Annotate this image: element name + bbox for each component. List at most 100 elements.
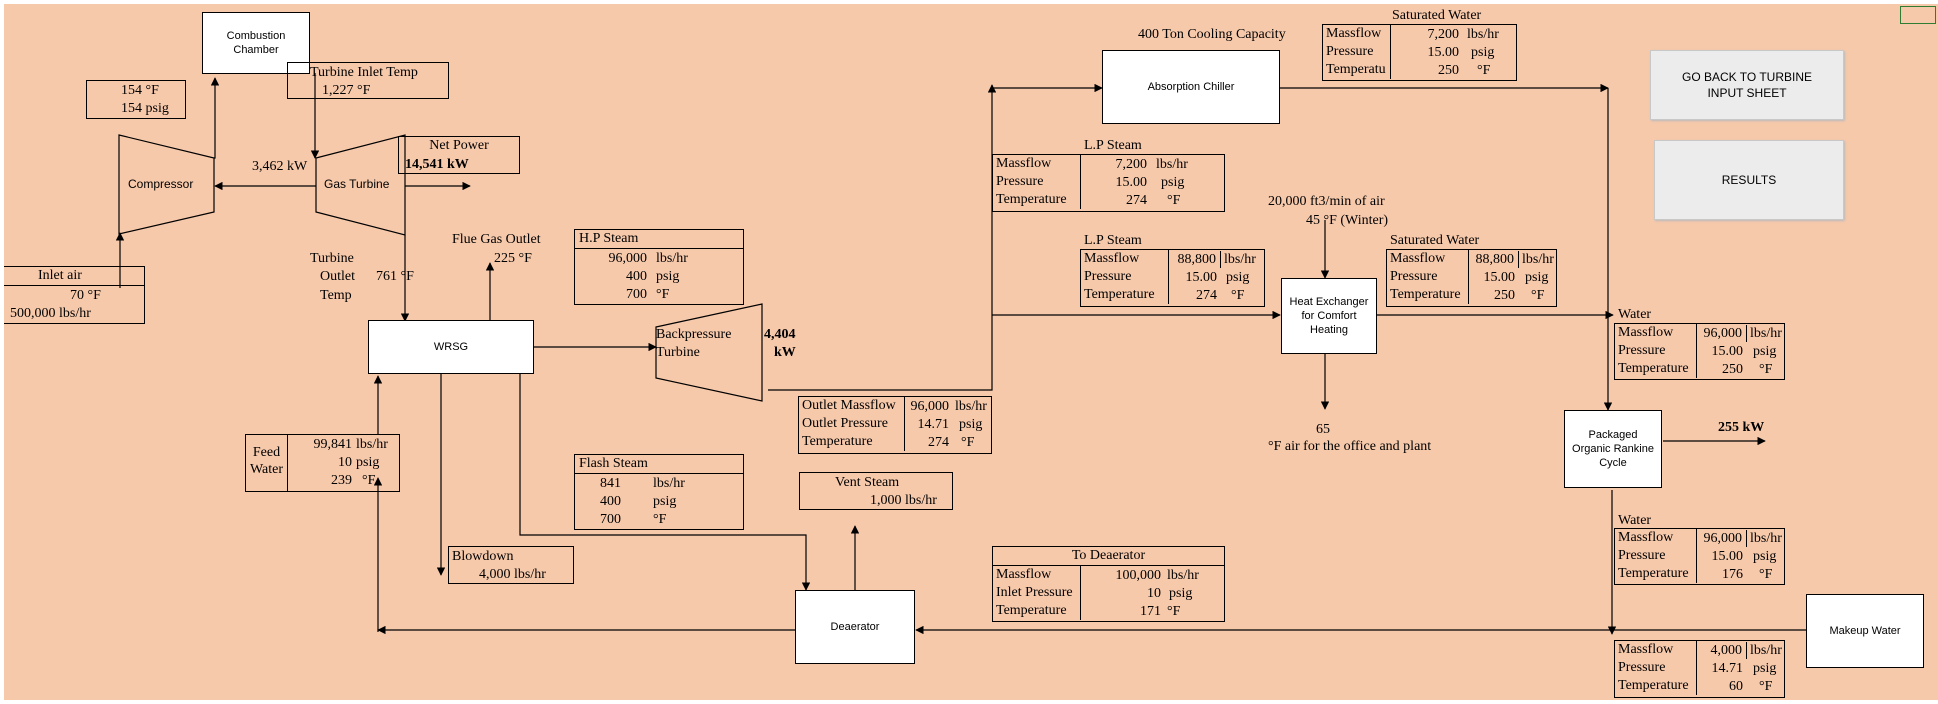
lp-chiller-flow-label: Massflow <box>993 155 1081 173</box>
backpressure-turbine-label-2: Turbine <box>656 345 700 360</box>
orc-box: Packaged Organic Rankine Cycle <box>1564 410 1662 488</box>
compressor-out-temp: 154 °F <box>121 82 159 98</box>
sat-chiller-temp: 250 <box>1438 62 1459 78</box>
feed-water-flow-unit: lbs/hr <box>356 436 388 452</box>
gas-turbine-label: Gas Turbine <box>324 177 390 191</box>
lp-hx-temp-label: Temperature <box>1081 286 1169 304</box>
bp-power-value: 4,404 <box>764 327 796 342</box>
lp-hx-flow: 88,800 <box>1169 250 1221 268</box>
orc-out-flow-label: Massflow <box>1615 529 1697 547</box>
orc-in-flow-label: Massflow <box>1615 324 1697 342</box>
lp-chiller-temp: 274 <box>1126 192 1147 208</box>
flue-gas-value: 225 °F <box>494 251 532 266</box>
sat-hx-flow-unit: lbs/hr <box>1522 251 1554 267</box>
makeup-temp-unit: °F <box>1759 678 1773 694</box>
backpressure-turbine-shape <box>655 303 763 402</box>
results-button[interactable]: RESULTS <box>1654 140 1844 220</box>
feed-water-temp-unit: °F <box>362 472 376 488</box>
blowdown-table: Blowdown 4,000 lbs/hr <box>448 546 574 584</box>
sat-water-hx-title: Saturated Water <box>1390 233 1480 248</box>
to-dea-temp-label: Temperature <box>993 602 1081 620</box>
to-dea-temp: 171 <box>1140 603 1161 619</box>
lp-hx-pressure: 15.00 <box>1185 269 1218 285</box>
orc-in-temp-label: Temperature <box>1615 360 1697 378</box>
net-power-title: Net Power <box>429 138 489 153</box>
results-label: RESULTS <box>1721 173 1777 187</box>
sat-hx-flow-label: Massflow <box>1387 250 1469 268</box>
hp-steam-temp-unit: °F <box>656 286 670 302</box>
lp-chiller-temp-unit: °F <box>1167 192 1181 208</box>
air-temp-label: 45 °F (Winter) <box>1306 213 1389 228</box>
orc-in-flow-unit: lbs/hr <box>1750 325 1782 341</box>
lp-steam-hx-title: L.P Steam <box>1084 233 1142 248</box>
to-dea-temp-unit: °F <box>1167 603 1181 619</box>
bp-outlet-temp-label: Temperature <box>799 433 905 451</box>
orc-out-pressure: 15.00 <box>1711 548 1744 564</box>
makeup-temp-label: Temperature <box>1615 677 1697 695</box>
vent-steam-table: Vent Steam 1,000 lbs/hr <box>799 472 953 510</box>
orc-out-flow-unit: lbs/hr <box>1750 530 1782 546</box>
sat-water-chiller-title: Saturated Water <box>1392 8 1482 23</box>
orc-out-pressure-unit: psig <box>1753 548 1777 564</box>
sat-hx-temp: 250 <box>1494 287 1515 303</box>
absorption-chiller-label: Absorption Chiller <box>1147 81 1235 93</box>
flash-steam-pressure-unit: psig <box>653 493 677 509</box>
sat-chiller-temp-label: Temperatu <box>1323 61 1391 79</box>
flash-steam-temp-unit: °F <box>653 511 667 527</box>
blowdown-title: Blowdown <box>452 548 514 564</box>
go-back-to-turbine-input-button[interactable]: GO BACK TO TURBINE INPUT SHEET <box>1650 50 1844 120</box>
makeup-water-box: Makeup Water <box>1806 594 1924 668</box>
lp-hx-temp-unit: °F <box>1231 287 1245 303</box>
heat-exchanger-box: Heat Exchanger for Comfort Heating <box>1281 278 1377 354</box>
sat-hx-pressure-unit: psig <box>1525 269 1549 285</box>
water-orc-in-title: Water <box>1618 307 1652 322</box>
net-power-table: Net Power 14,541 kW <box>398 136 520 174</box>
compressor-label: Compressor <box>128 177 194 191</box>
combustion-chamber-label: Combustion Chamber <box>226 30 286 56</box>
inlet-air-flow: 500,000 lbs/hr <box>10 305 91 321</box>
orc-out-temp-unit: °F <box>1759 566 1773 582</box>
orc-label: Packaged Organic Rankine Cycle <box>1572 429 1654 469</box>
lp-hx-temp: 274 <box>1196 287 1217 303</box>
feed-water-pressure-unit: psig <box>356 454 380 470</box>
turbine-inlet-table: Turbine Inlet Temp 1,227 °F <box>287 62 449 99</box>
bp-power-unit: kW <box>774 345 796 360</box>
vent-steam-title: Vent Steam <box>835 474 900 490</box>
absorption-chiller-box: Absorption Chiller <box>1102 50 1280 124</box>
hp-steam-flow: 96,000 <box>608 250 648 266</box>
makeup-water-label: Makeup Water <box>1829 625 1901 637</box>
deaerator-label: Deaerator <box>830 621 880 633</box>
feed-water-label-2: Water <box>249 462 284 477</box>
sat-chiller-pressure: 15.00 <box>1427 44 1460 60</box>
lp-chiller-pressure-unit: psig <box>1161 174 1185 190</box>
hp-steam-pressure: 400 <box>626 268 647 284</box>
to-dea-flow: 100,000 <box>1115 567 1162 583</box>
hp-steam-pressure-unit: psig <box>656 268 680 284</box>
heated-air-desc: °F air for the office and plant <box>1268 439 1432 454</box>
flue-gas-title: Flue Gas Outlet <box>452 232 541 247</box>
to-deaerator-title: To Deaerator <box>993 547 1224 566</box>
to-dea-pressure-label: Inlet Pressure <box>993 584 1081 602</box>
net-power-value: 14,541 kW <box>405 156 469 172</box>
lp-chiller-flow-unit: lbs/hr <box>1156 156 1188 172</box>
orc-out-temp-label: Temperature <box>1615 565 1697 583</box>
makeup-flow: 4,000 <box>1697 641 1747 659</box>
makeup-flow-unit: lbs/hr <box>1750 642 1782 658</box>
compressor-power-label: 3,462 kW <box>252 159 308 174</box>
turbine-outlet-label-1: Turbine <box>310 251 354 266</box>
turbine-outlet-label-2: Outlet <box>320 269 355 284</box>
deaerator-box: Deaerator <box>795 590 915 664</box>
orc-in-pressure-unit: psig <box>1753 343 1777 359</box>
sat-hx-temp-label: Temperature <box>1387 286 1469 304</box>
makeup-temp: 60 <box>1729 678 1743 694</box>
cooling-capacity-label: 400 Ton Cooling Capacity <box>1138 27 1286 42</box>
hp-steam-temp: 700 <box>626 286 647 302</box>
water-orc-out-title: Water <box>1618 513 1652 528</box>
